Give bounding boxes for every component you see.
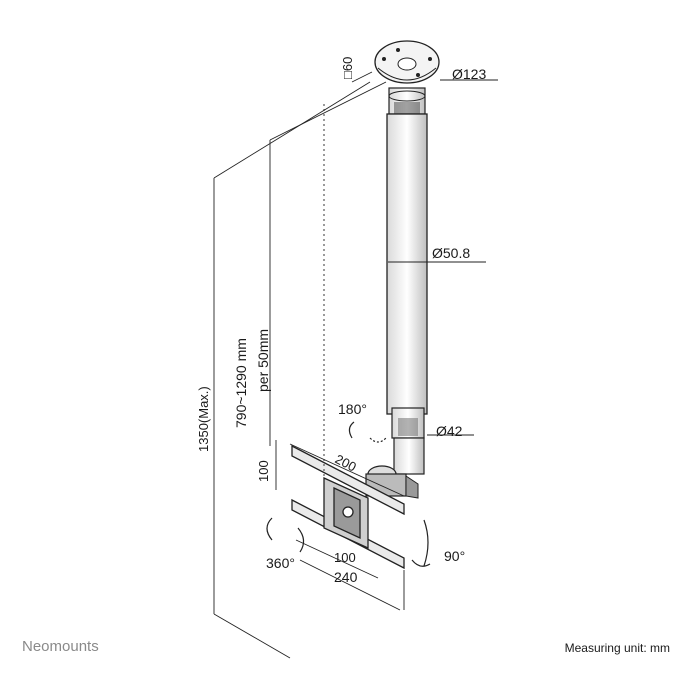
total-height-label: 1350(Max.) — [196, 386, 211, 452]
tilt-label: 90° — [444, 548, 465, 564]
pole-diameter-label: Ø50.8 — [432, 245, 470, 261]
vesa-width-min-label: 100 — [334, 550, 356, 565]
rotation-plate-label: 360° — [266, 555, 295, 571]
pole — [386, 113, 428, 415]
rotation-arrows — [266, 421, 431, 567]
bracket-width-label: 240 — [334, 569, 358, 585]
clamp-diameter-label: Ø42 — [436, 423, 463, 439]
pole-clamp — [391, 407, 425, 475]
height-step-label: per 50mm — [255, 329, 271, 392]
brand-logo: Neomounts — [22, 638, 99, 655]
measuring-unit: Measuring unit: mm — [564, 641, 670, 655]
top-square-label: □60 — [340, 57, 355, 79]
vesa-height-label: 100 — [256, 460, 271, 482]
vesa-bracket — [291, 444, 405, 570]
ceiling-plate — [374, 40, 440, 84]
rotation-top-label: 180° — [338, 401, 367, 417]
plate-diameter-label: Ø123 — [452, 66, 486, 82]
height-range-label: 790~1290 mm — [233, 338, 249, 428]
dimension-lines — [213, 71, 498, 659]
pole-coupling — [388, 87, 426, 116]
